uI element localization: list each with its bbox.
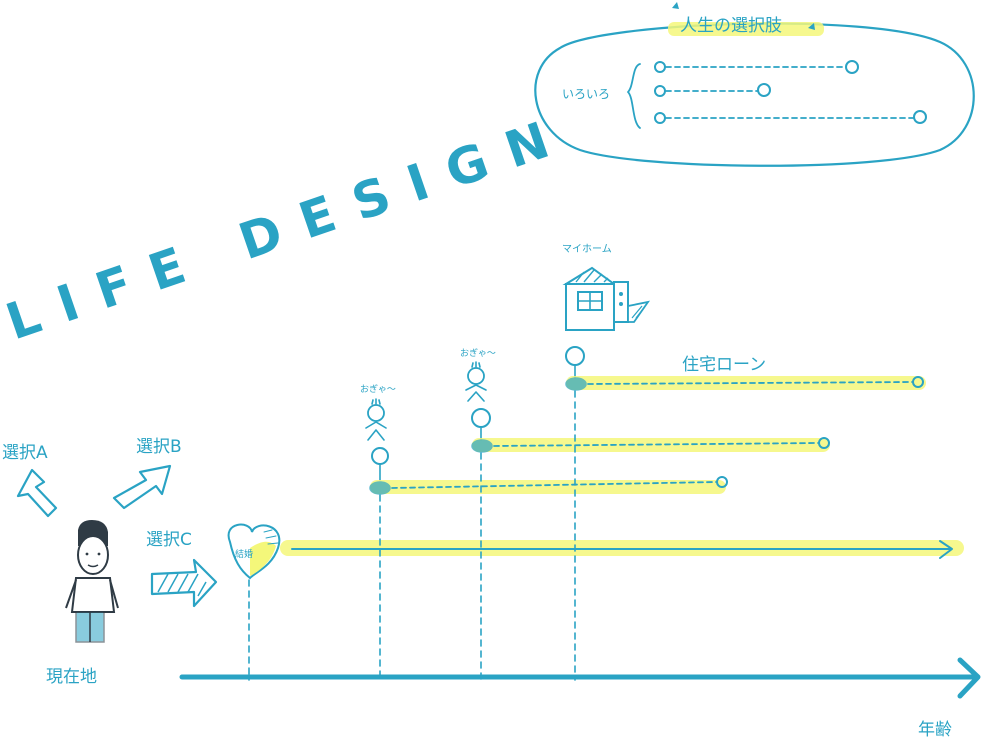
baby-2-branch: おぎゃ〜 <box>460 347 830 681</box>
legend-heading: 人生の選択肢 <box>680 16 782 36</box>
baby-2-label: おぎゃ〜 <box>460 347 496 359</box>
main-timeline <box>280 540 964 559</box>
arrow-up-right-icon <box>112 464 172 510</box>
baby-icon <box>365 398 387 441</box>
age-axis: 年齢 <box>179 657 981 740</box>
marriage-label: 結婚 <box>235 548 253 560</box>
baby-icon <box>465 361 487 402</box>
choice-c-label: 選択C <box>146 530 192 550</box>
arrow-up-left-icon <box>16 468 58 518</box>
arrow-right-icon <box>150 558 218 608</box>
legend-brace <box>627 63 641 129</box>
legend-line-2 <box>654 83 771 97</box>
house-icon <box>562 266 651 331</box>
home-branch: マイホーム 住宅ローン <box>562 243 926 681</box>
legend-line-1 <box>654 60 859 74</box>
baby-1-label: おぎゃ〜 <box>360 383 396 395</box>
leaf-icon <box>808 23 815 30</box>
leaf-icon <box>672 2 679 9</box>
legend-bubble: 人生の選択肢 いろいろ <box>534 2 975 167</box>
person-icon <box>65 520 119 643</box>
current-location-label: 現在地 <box>46 667 97 687</box>
my-home-label: マイホーム <box>562 243 612 255</box>
choice-b-label: 選択B <box>136 437 182 457</box>
legend-line-3 <box>654 110 927 124</box>
marriage-event: 結婚 <box>227 523 281 681</box>
home-loan-label: 住宅ローン <box>682 355 766 375</box>
axis-label: 年齢 <box>918 720 952 740</box>
diagram-title: LIFE DESIGN <box>0 104 577 351</box>
choice-a-label: 選択A <box>2 443 48 463</box>
baby-1-branch: おぎゃ〜 <box>360 383 728 681</box>
legend-side-label: いろいろ <box>562 87 610 101</box>
